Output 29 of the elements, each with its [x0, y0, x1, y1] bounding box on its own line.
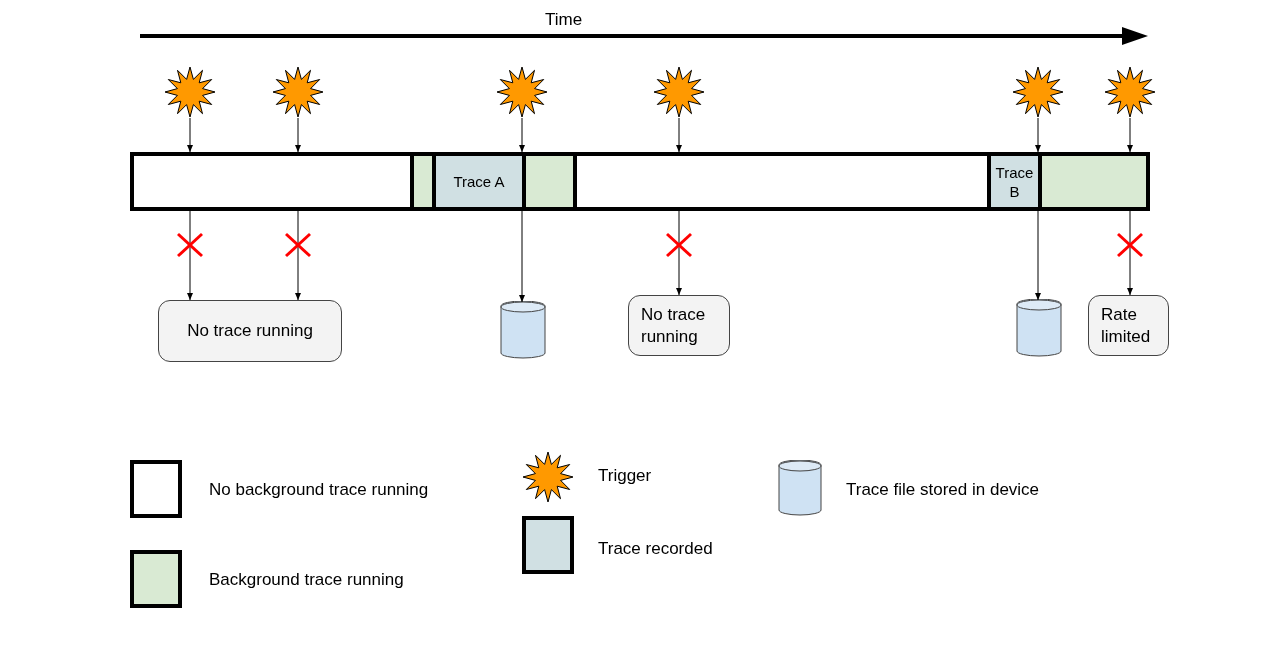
trigger-burst	[1104, 66, 1156, 118]
arrow	[295, 210, 301, 301]
arrow	[187, 210, 193, 301]
legend-label: Trace file stored in device	[846, 480, 1040, 500]
arrow	[1127, 117, 1133, 153]
arrow	[519, 210, 525, 303]
trigger-burst	[496, 66, 548, 118]
trigger-burst	[272, 66, 324, 118]
status-box: Rate limited	[1088, 295, 1169, 356]
status-box: No trace running	[628, 295, 730, 356]
arrow	[1127, 210, 1133, 296]
storage-cylinder	[500, 301, 546, 359]
status-box: No trace running	[158, 300, 342, 362]
legend-label: Trigger	[598, 466, 652, 486]
arrow	[295, 117, 301, 153]
legend-label: Background trace running	[209, 570, 404, 590]
trigger-burst	[1012, 66, 1064, 118]
arrow	[1035, 117, 1041, 153]
trigger-burst	[164, 66, 216, 118]
storage-cylinder	[1016, 299, 1062, 357]
trigger-burst	[653, 66, 705, 118]
arrow	[676, 117, 682, 153]
arrow	[676, 210, 682, 296]
legend-label: No background trace running	[209, 480, 429, 500]
arrow	[519, 117, 525, 153]
legend-label: Trace recorded	[598, 539, 713, 559]
arrow	[187, 117, 193, 153]
axis-label: Time	[545, 10, 583, 30]
arrow	[1035, 210, 1041, 301]
